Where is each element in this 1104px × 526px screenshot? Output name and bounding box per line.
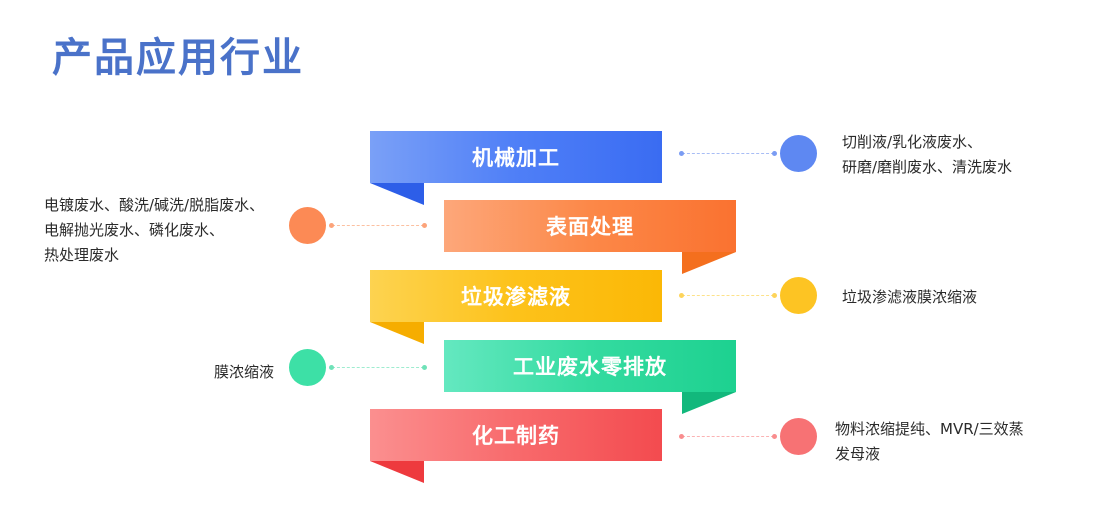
description-line: 研磨/磨削废水、清洗废水 (842, 158, 1013, 176)
connector-endpoint (679, 151, 684, 156)
connector-endpoint (422, 365, 427, 370)
connector-endpoint (772, 434, 777, 439)
ribbon-fold (370, 322, 424, 344)
ribbon-fold (370, 461, 424, 483)
ribbon-zero-discharge: 工业废水零排放 (444, 340, 736, 414)
ribbon-fold (682, 392, 736, 414)
connector-line (332, 225, 424, 226)
ribbon-chemical-pharma: 化工制药 (370, 409, 662, 483)
connector-line (682, 436, 774, 437)
description-line: 热处理废水 (44, 246, 120, 264)
ribbon-surface-treatment: 表面处理 (444, 200, 736, 274)
connector-line (682, 295, 774, 296)
ribbon-label: 机械加工 (370, 131, 662, 183)
description-line: 电解抛光废水、磷化废水、 (44, 221, 225, 239)
ribbon-label: 工业废水零排放 (444, 340, 736, 392)
industry-dot-landfill-leachate (780, 277, 817, 314)
connector-line (332, 367, 424, 368)
industry-dot-zero-discharge (289, 349, 326, 386)
ribbon-fold (682, 252, 736, 274)
connector-endpoint (329, 365, 334, 370)
connector-line (682, 153, 774, 154)
ribbon-landfill-leachate: 垃圾渗滤液 (370, 270, 662, 344)
connector-endpoint (329, 223, 334, 228)
ribbon-label: 垃圾渗滤液 (370, 270, 662, 322)
connector-endpoint (772, 293, 777, 298)
description-line: 垃圾渗滤液膜浓缩液 (842, 288, 978, 306)
industry-description-landfill-leachate: 垃圾渗滤液膜浓缩液 (842, 285, 977, 310)
industry-description-surface-treatment: 电镀废水、酸洗/碱洗/脱脂废水、 电解抛光废水、磷化废水、 热处理废水 (44, 193, 264, 268)
ribbon-fold (370, 183, 424, 205)
description-line: 物料浓缩提纯、MVR/三效蒸 (835, 420, 1024, 438)
industry-dot-surface-treatment (289, 207, 326, 244)
description-line: 切削液/乳化液废水、 (842, 133, 983, 151)
connector-endpoint (679, 293, 684, 298)
industry-description-chemical-pharma: 物料浓缩提纯、MVR/三效蒸 发母液 (835, 417, 1024, 467)
description-line: 发母液 (835, 445, 881, 463)
industry-dot-machining (780, 135, 817, 172)
ribbon-label: 化工制药 (370, 409, 662, 461)
connector-endpoint (679, 434, 684, 439)
connector-endpoint (422, 223, 427, 228)
industry-description-zero-discharge: 膜浓缩液 (214, 360, 274, 385)
industry-description-machining: 切削液/乳化液废水、 研磨/磨削废水、清洗废水 (842, 130, 1012, 180)
connector-endpoint (772, 151, 777, 156)
industry-dot-chemical-pharma (780, 418, 817, 455)
page-title: 产品应用行业 (52, 35, 304, 81)
description-line: 电镀废水、酸洗/碱洗/脱脂废水、 (44, 196, 265, 214)
ribbon-machining: 机械加工 (370, 131, 662, 205)
description-line: 膜浓缩液 (214, 363, 275, 381)
ribbon-label: 表面处理 (444, 200, 736, 252)
